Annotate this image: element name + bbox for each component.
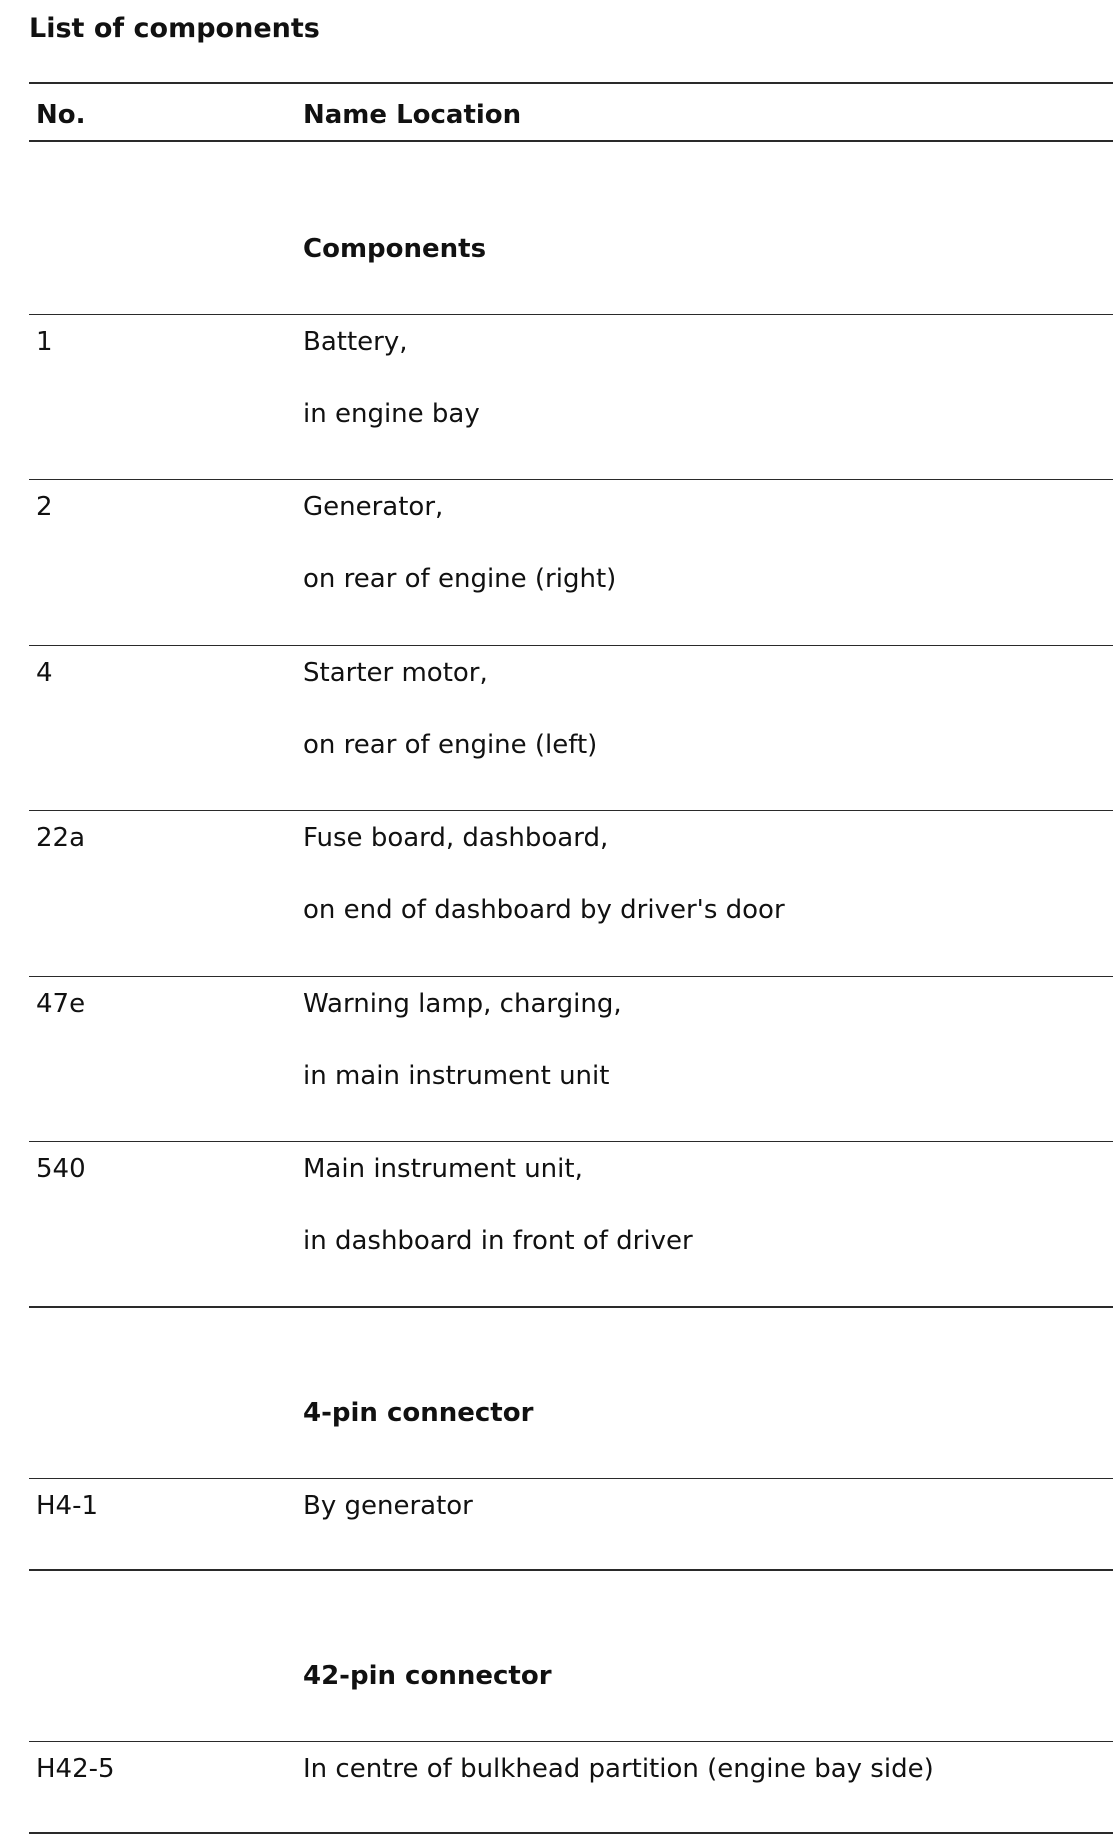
- row-divider: [29, 645, 1113, 646]
- component-number: 22a: [36, 823, 86, 853]
- row-divider: [29, 314, 1113, 315]
- row-divider: [29, 479, 1113, 480]
- header-bottom-rule: [29, 140, 1113, 142]
- connector-number: H4-1: [36, 1491, 99, 1521]
- section-heading: 4-pin connector: [303, 1398, 534, 1428]
- component-name: Battery,: [303, 327, 408, 357]
- component-number: 4: [36, 658, 53, 688]
- component-name: Generator,: [303, 492, 444, 522]
- section-heading: 42-pin connector: [303, 1661, 552, 1691]
- component-name: Starter motor,: [303, 658, 488, 688]
- component-location: in engine bay: [303, 399, 480, 429]
- component-number: 47e: [36, 989, 86, 1019]
- connector-number: H42-5: [36, 1754, 115, 1784]
- component-location: on end of dashboard by driver's door: [303, 895, 785, 925]
- column-header-name-location: Name Location: [303, 100, 522, 130]
- component-name: Warning lamp, charging,: [303, 989, 622, 1019]
- connector-location: By generator: [303, 1491, 473, 1521]
- component-number: 2: [36, 492, 53, 522]
- component-number: 1: [36, 327, 53, 357]
- column-header-number: No.: [36, 100, 86, 130]
- row-divider: [29, 810, 1113, 811]
- section-divider: [29, 1306, 1113, 1308]
- component-location: in dashboard in front of driver: [303, 1226, 693, 1256]
- connector-location: In centre of bulkhead partition (engine …: [303, 1754, 934, 1784]
- row-divider: [29, 1141, 1113, 1142]
- table-bottom-rule: [29, 1832, 1113, 1834]
- section-heading: Components: [303, 234, 487, 264]
- component-location: on rear of engine (left): [303, 730, 598, 760]
- component-name: Fuse board, dashboard,: [303, 823, 609, 853]
- row-divider: [29, 976, 1113, 977]
- row-divider: [29, 1741, 1113, 1742]
- row-divider: [29, 1478, 1113, 1479]
- component-location: in main instrument unit: [303, 1061, 610, 1091]
- section-divider: [29, 1569, 1113, 1571]
- header-top-rule: [29, 82, 1113, 84]
- component-location: on rear of engine (right): [303, 564, 617, 594]
- component-number: 540: [36, 1154, 86, 1184]
- document-title: List of components: [29, 13, 320, 44]
- component-name: Main instrument unit,: [303, 1154, 583, 1184]
